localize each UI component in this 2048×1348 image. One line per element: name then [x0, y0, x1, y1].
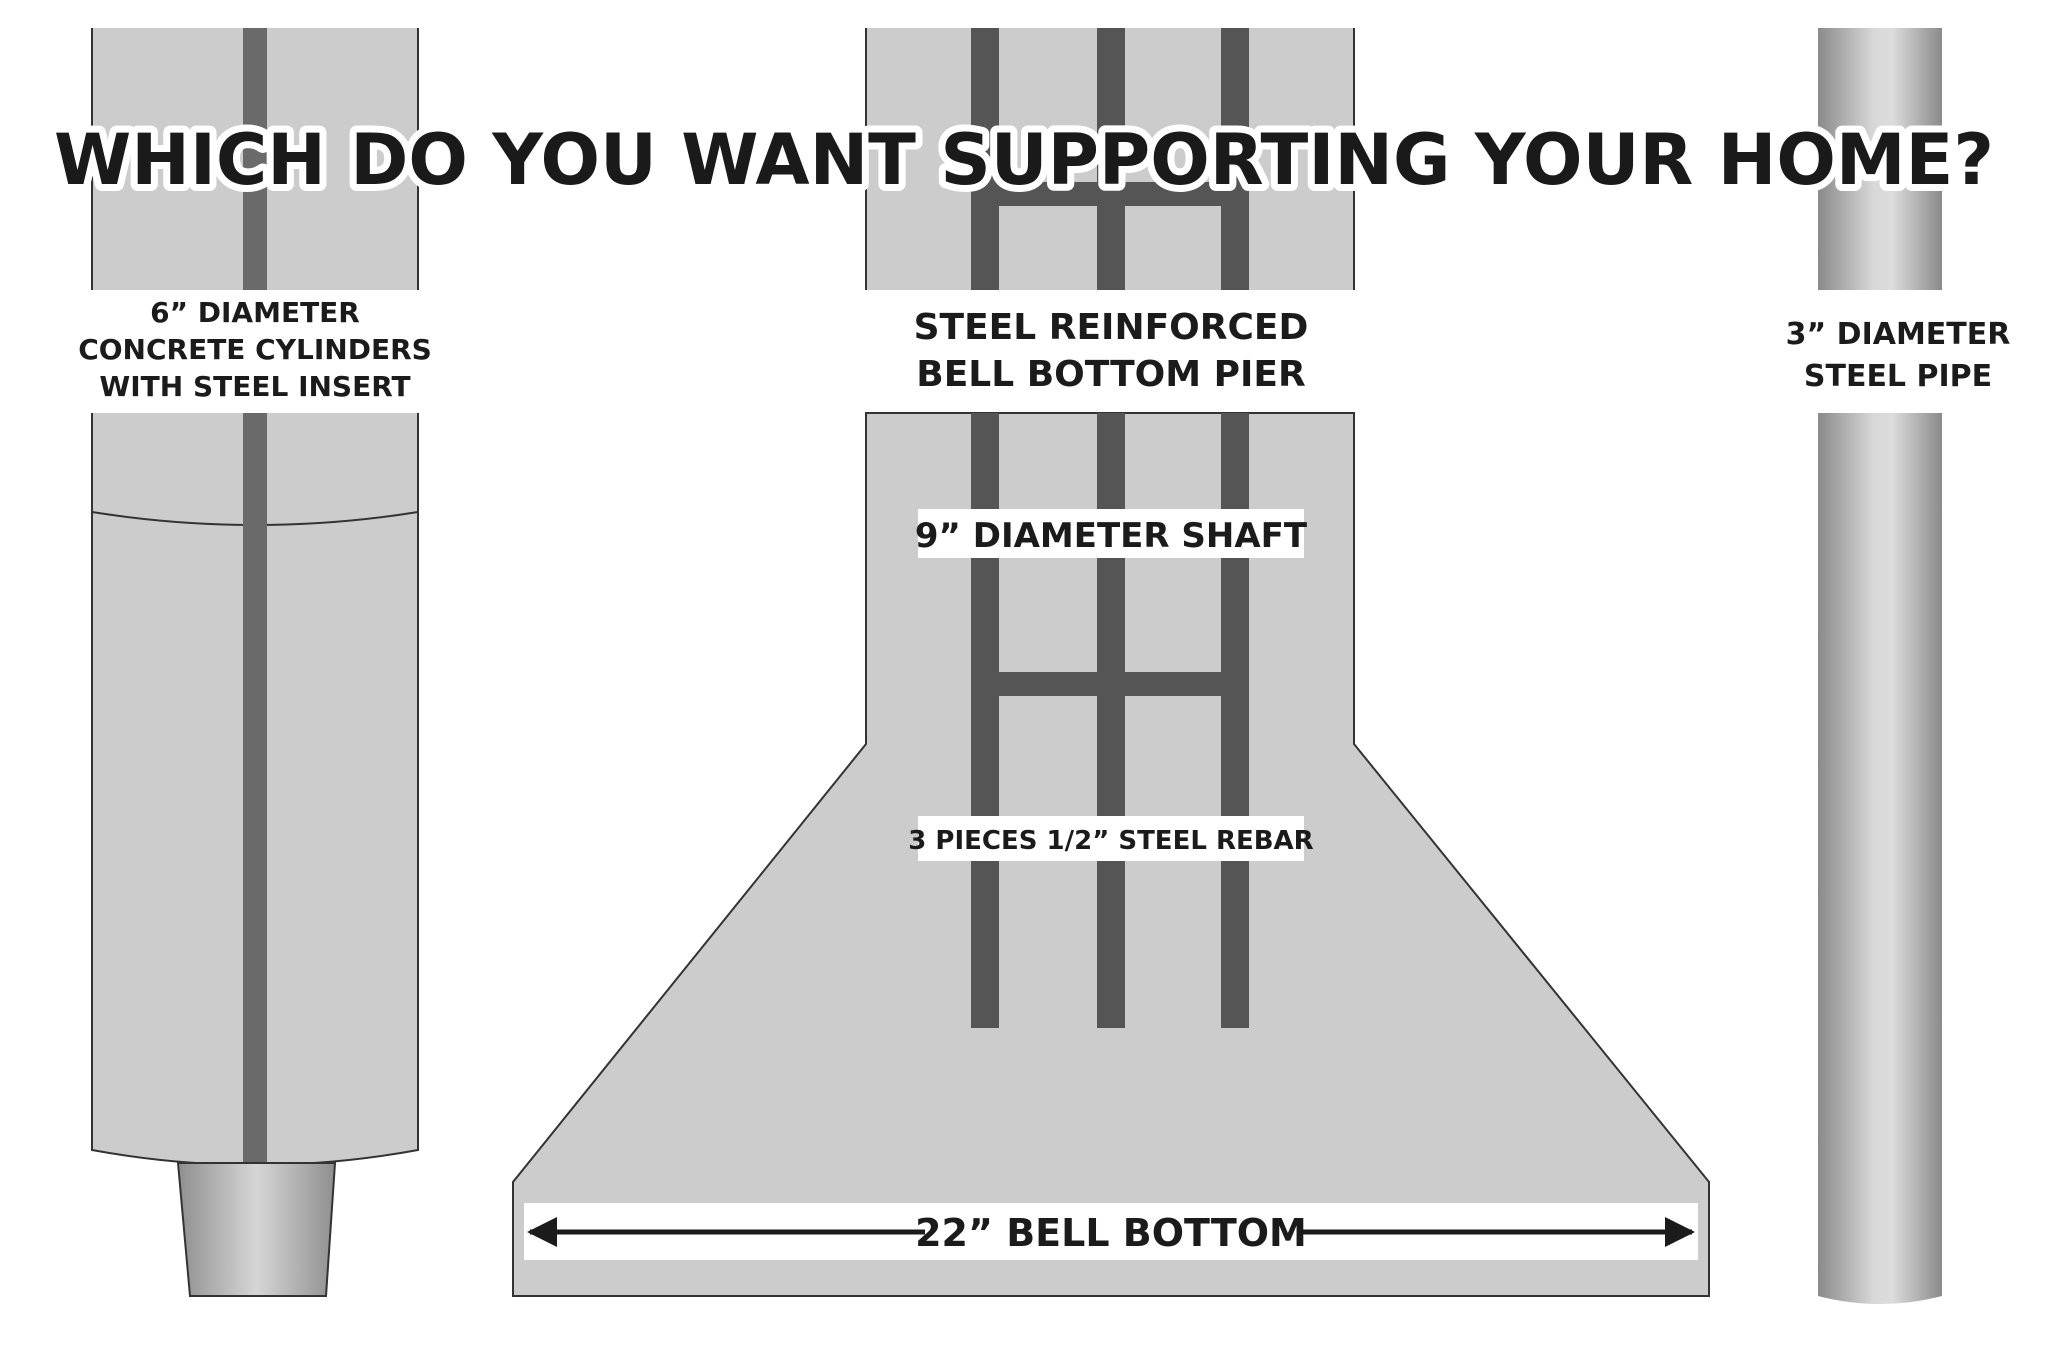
rebar-tie-lower — [985, 672, 1235, 696]
shaft-label: 9” DIAMETER SHAFT — [915, 516, 1308, 556]
bell-bottom-label: 22” BELL BOTTOM — [915, 1211, 1307, 1255]
steel-pipe-lower — [1818, 413, 1942, 1304]
rebar-tie-upper — [985, 182, 1235, 206]
rebar-label-box — [918, 816, 1304, 861]
center-label-line1: STEEL REINFORCED — [914, 307, 1309, 348]
left-label-line1: 6” DIAMETER — [150, 296, 360, 329]
left-label-line2: CONCRETE CYLINDERS — [78, 333, 432, 366]
steel-pipe-upper — [1818, 28, 1942, 290]
bell-bottom-pier: 9” DIAMETER SHAFT 3 PIECES 1/2” STEEL RE… — [512, 28, 1710, 1297]
left-label-line3: WITH STEEL INSERT — [99, 370, 410, 403]
rebar-label: 3 PIECES 1/2” STEEL REBAR — [908, 826, 1313, 856]
rebar-upper — [971, 28, 1249, 290]
headline: WHICH DO YOU WANT SUPPORTING YOUR HOME? — [54, 119, 1994, 201]
steel-pipe-pier: 3” DIAMETER STEEL PIPE — [1786, 28, 2011, 1304]
steel-insert-rod-upper — [243, 28, 267, 290]
concrete-cylinder-pier: 6” DIAMETER CONCRETE CYLINDERS WITH STEE… — [78, 28, 432, 1297]
shaft-label-box — [918, 509, 1304, 558]
center-label-line2: BELL BOTTOM PIER — [916, 354, 1305, 395]
right-label-line2: STEEL PIPE — [1804, 359, 1992, 394]
steel-insert-rod-lower — [243, 413, 267, 1165]
right-label-line1: 3” DIAMETER — [1786, 317, 2011, 352]
cylinder-base-block — [176, 1162, 337, 1297]
